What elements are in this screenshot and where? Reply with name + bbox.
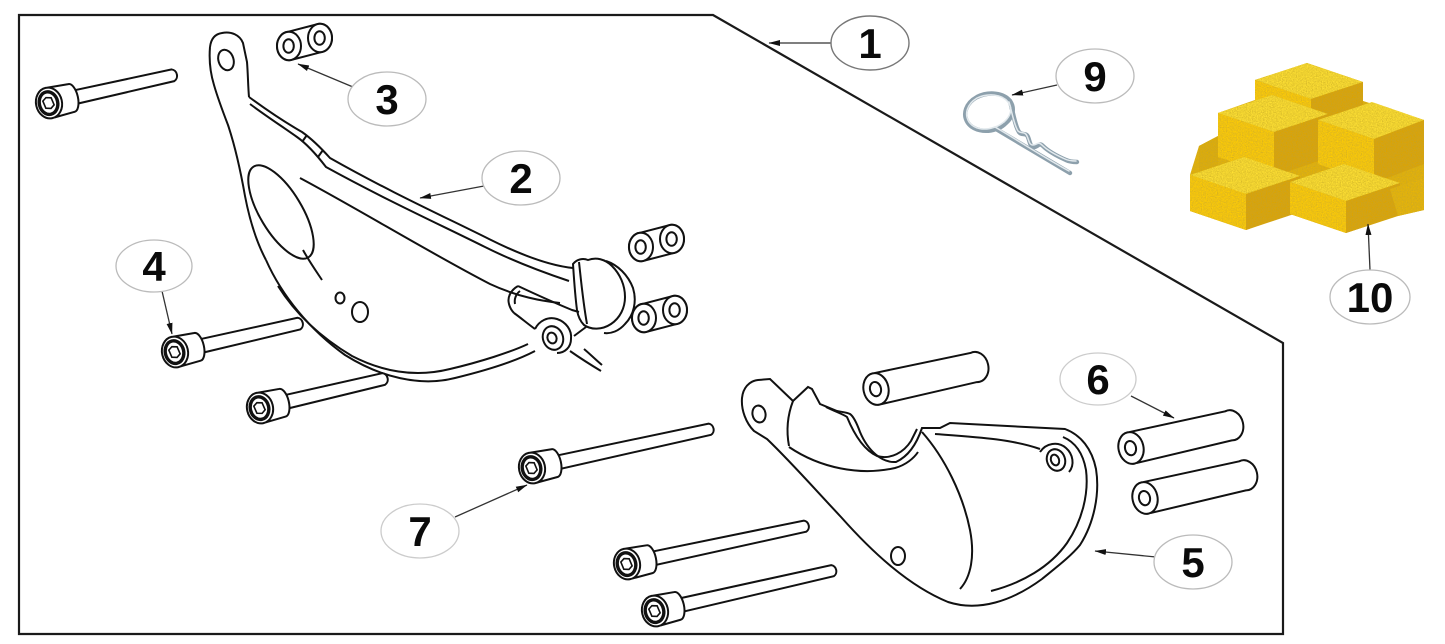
svg-text:1: 1 — [858, 20, 881, 67]
svg-text:9: 9 — [1083, 53, 1106, 100]
svg-text:4: 4 — [142, 243, 166, 290]
svg-text:2: 2 — [509, 155, 532, 202]
svg-text:10: 10 — [1347, 274, 1394, 321]
svg-text:7: 7 — [408, 508, 431, 555]
svg-text:6: 6 — [1086, 356, 1109, 403]
svg-text:5: 5 — [1181, 539, 1204, 586]
svg-text:3: 3 — [375, 76, 398, 123]
